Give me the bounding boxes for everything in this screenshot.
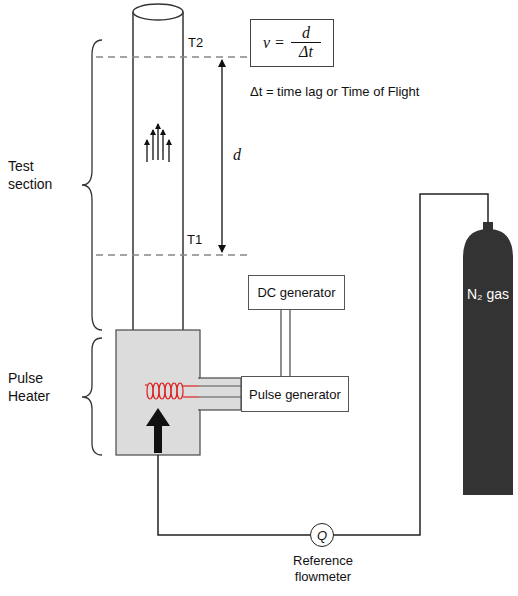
heater-housing [116, 330, 241, 455]
box-label: Pulse generator [249, 387, 341, 402]
gas-pipe [158, 455, 310, 535]
box-label: DC generator [257, 285, 335, 300]
flow-arrows [147, 124, 169, 162]
note-text: Δt = time lag or Time of Flight [250, 84, 430, 100]
sensor-label: T1 [187, 232, 202, 248]
fraction-denominator: Δt [299, 43, 313, 61]
heater-wires [183, 386, 241, 397]
fraction-numerator: d [291, 24, 321, 43]
section-label: Test section [8, 158, 74, 193]
power-wires [281, 310, 290, 376]
heater-coil [146, 383, 183, 399]
flowmeter-circle: QReference flowmeter [310, 523, 334, 547]
sensor-plane [96, 56, 252, 58]
cylinder-label: N₂ gas [462, 286, 514, 303]
section-brace [82, 338, 102, 455]
inlet-arrow [146, 408, 170, 453]
section-label: Pulse Heater [8, 370, 74, 405]
cylinder-outline [462, 222, 514, 495]
sensor-label: T2 [188, 35, 203, 51]
flowmeter-caption: Reference flowmeter [278, 553, 368, 586]
distance-arrow [221, 60, 222, 252]
generator-box: Pulse generator [241, 376, 349, 412]
gas-cylinder: N₂ gas [462, 222, 514, 495]
section-brace [82, 40, 102, 330]
sensor-plane [96, 254, 252, 256]
distance-label: d [233, 145, 241, 165]
test-tube [133, 4, 183, 331]
generator-box: DC generator [248, 275, 345, 310]
flowmeter-symbol: Q [317, 528, 327, 543]
formula-box: v = dΔt [250, 19, 334, 67]
formula-lhs: v = [263, 34, 285, 52]
fraction: dΔt [291, 24, 321, 62]
